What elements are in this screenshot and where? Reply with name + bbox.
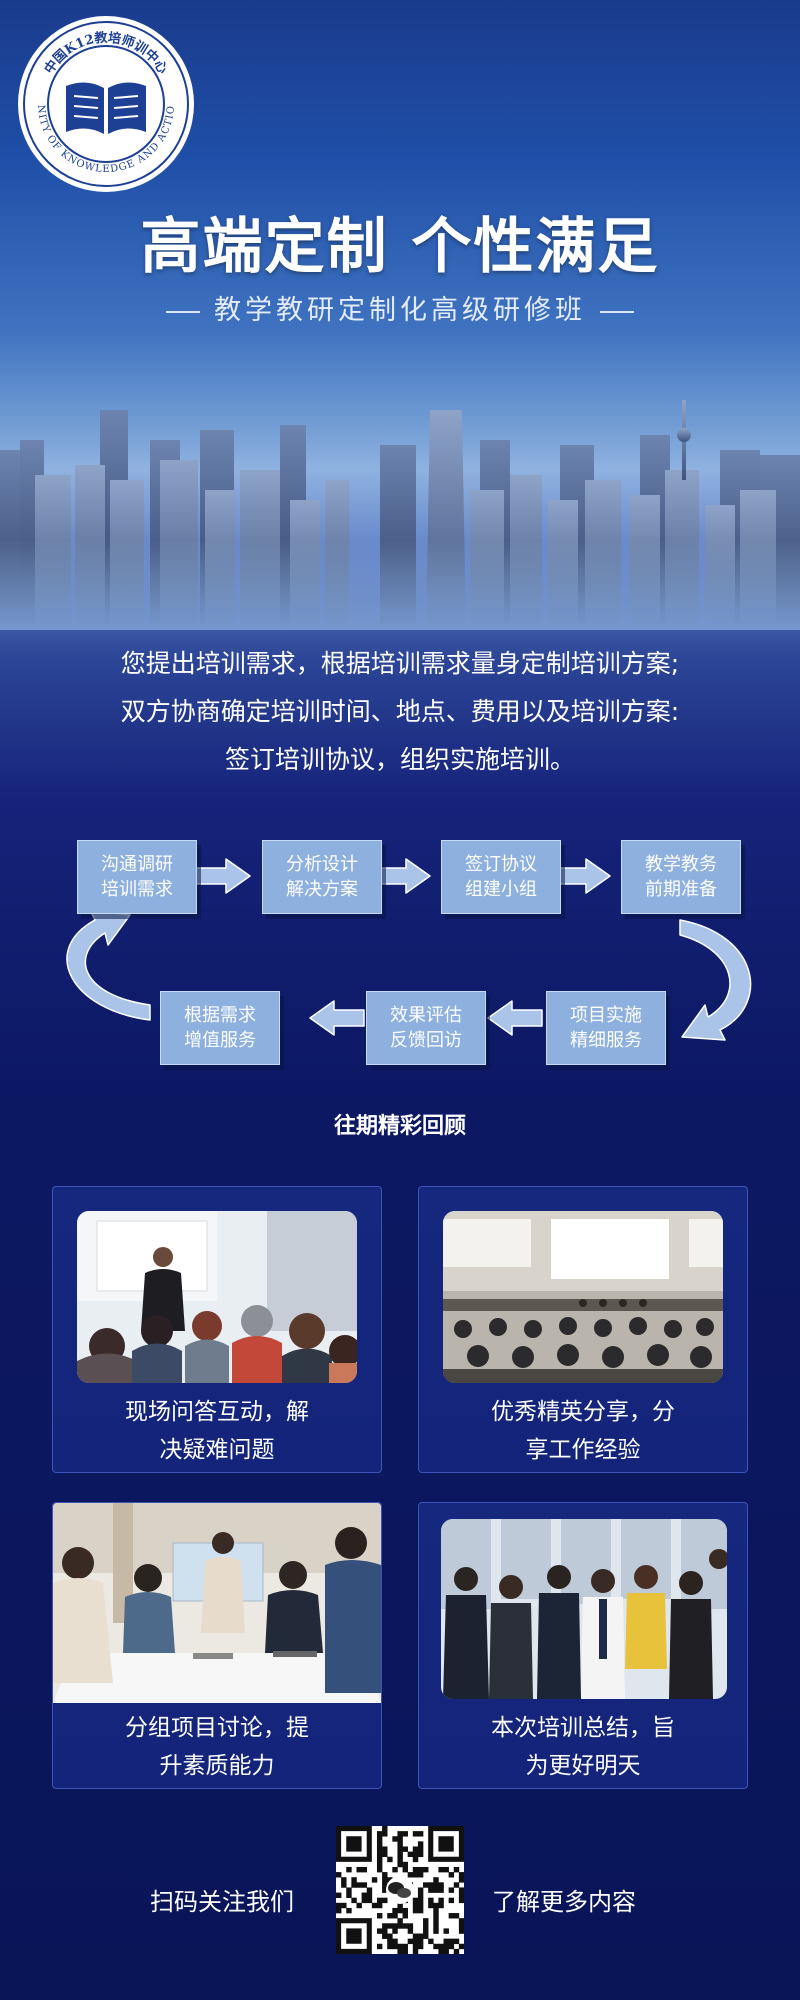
intro-line-1: 您提出培训需求，根据培训需求量身定制培训方案; [120,649,680,678]
review-card-1-caption: 现场问答互动，解 决疑难问题 [125,1399,309,1463]
subtitle-row: 教学教研定制化高级研修班 [0,288,800,327]
review-card-4-caption: 本次培训总结，旨 为更好明天 [491,1715,675,1779]
review-card-3: 分组项目讨论，提 升素质能力 [52,1502,382,1789]
flow-step-3: 签订协议组建小组 [441,840,561,914]
training-summary-photo [441,1519,727,1699]
flow-arrows [66,858,752,1041]
arrow-right-icon [195,858,251,894]
book-icon [66,82,146,134]
page-subtitle: 教学教研定制化高级研修班 [214,295,586,326]
footer-follow-text: 扫码关注我们 [150,1888,294,1916]
arrow-right-icon [555,858,611,894]
flow-step-4: 教学教务前期准备 [621,840,741,914]
flow-step-2: 分析设计解决方案 [262,840,382,914]
review-card-1: 现场问答互动，解 决疑难问题 [52,1186,382,1473]
logo-seal-icon: 中国K12教培师训中心 UNITY OF KNOWLEDGE AND ACTIO… [9,4,194,192]
qr-code[interactable] [336,1826,465,1955]
process-flow: 沟通调研培训需求 分析设计解决方案 签订协议组建小组 教学教务前期准备 根据需求… [0,825,800,1075]
subtitle-dash-right [600,310,634,313]
arrow-left-icon [309,1000,365,1036]
intro-text: 您提出培训需求，根据培训需求量身定制培训方案; 双方协商确定培训时间、地点、费用… [0,640,800,784]
review-card-4: 本次培训总结，旨 为更好明天 [418,1502,748,1789]
intro-line-3: 签订培训协议，组织实施培训。 [224,745,575,774]
logo: 中国K12教培师训中心 UNITY OF KNOWLEDGE AND ACTIO… [9,4,198,196]
review-card-2: 优秀精英分享，分 享工作经验 [418,1186,748,1473]
review-card-3-caption: 分组项目讨论，提 升素质能力 [125,1715,309,1779]
subtitle-dash-left [166,310,200,313]
flow-step-7: 根据需求增值服务 [160,991,280,1065]
arrow-left-icon [487,1000,543,1036]
arrow-right-icon [375,858,431,894]
flow-step-5: 项目实施精细服务 [546,991,666,1065]
flow-step-6: 效果评估反馈回访 [366,991,486,1065]
curved-arrow-up-icon [66,909,151,1021]
footer-more-text: 了解更多内容 [492,1888,636,1916]
qa-session-photo [77,1211,357,1383]
page-title: 高端定制 个性满足 [140,212,660,282]
intro-line-2: 双方协商确定培训时间、地点、费用以及培训方案: [120,697,680,726]
review-card-2-caption: 优秀精英分享，分 享工作经验 [491,1399,675,1463]
elite-sharing-photo [443,1211,723,1383]
review-section-title: 往期精彩回顾 [333,1114,466,1139]
group-discussion-photo [53,1503,381,1703]
curved-arrow-down-icon [679,919,752,1041]
qr-code-icon [336,1826,465,1955]
flow-step-1: 沟通调研培训需求 [77,840,197,914]
city-skyline-image [0,400,800,630]
